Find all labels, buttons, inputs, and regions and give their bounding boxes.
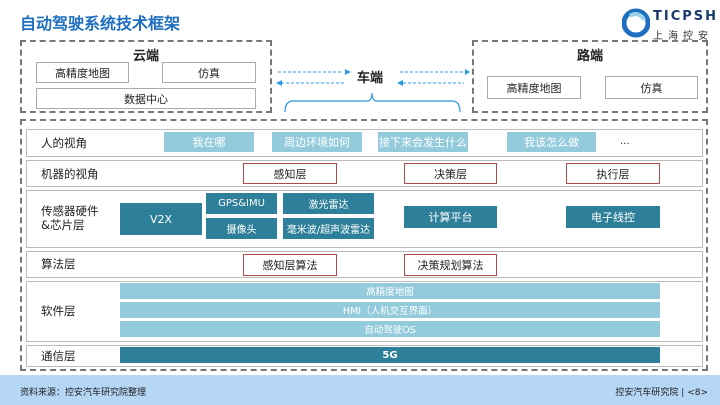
hw-compute: 计算平台 <box>404 206 497 228</box>
sw-item: 高精度地图 <box>120 283 660 299</box>
layer-label: 传感器硬件&芯片层 <box>41 204 99 232</box>
sw-item: 自动驾驶OS <box>120 321 660 337</box>
road-hd-map: 高精度地图 <box>487 76 581 99</box>
logo-cn: 上海控安 <box>653 31 713 42</box>
footer-org: 控安汽车研究院 <box>615 388 679 398</box>
hw-drive-by-wire: 电子线控 <box>566 206 660 228</box>
page-number: <8> <box>687 388 708 398</box>
road-title: 路端 <box>576 49 603 64</box>
machine-item: 感知层 <box>243 163 337 184</box>
logo-en: TICPSH <box>653 9 719 24</box>
layer-label: 人的视角 <box>41 136 87 150</box>
hw-v2x: V2X <box>120 203 202 235</box>
comm-5g: 5G <box>120 347 660 363</box>
vehicle-title: 车端 <box>356 71 383 86</box>
layer-label: 机器的视角 <box>41 167 99 181</box>
human-item: 接下来会发生什么 <box>378 132 468 152</box>
layer-software: 软件层 <box>26 281 703 342</box>
layer-hardware: 传感器硬件&芯片层 <box>26 190 703 248</box>
hw-lidar: 激光雷达 <box>283 193 374 214</box>
page-title: 自动驾驶系统技术框架 <box>20 14 181 33</box>
sync-arrows <box>276 69 470 113</box>
human-more: ... <box>620 136 630 147</box>
layer-label: 软件层 <box>41 304 76 318</box>
cloud-title: 云端 <box>132 49 159 64</box>
machine-item: 决策层 <box>404 163 497 184</box>
human-item: 周边环境如何 <box>272 132 362 152</box>
layer-label: 通信层 <box>41 349 76 363</box>
footer-right: 控安汽车研究院 | <8> <box>615 388 708 398</box>
cloud-data-center: 数据中心 <box>36 88 256 109</box>
layer-algorithm: 算法层 <box>26 251 703 278</box>
machine-item: 执行层 <box>566 163 660 184</box>
cloud-simulation: 仿真 <box>162 62 256 83</box>
sw-item: HMI（人机交互界面） <box>120 302 660 318</box>
footer: 资料来源：控安汽车研究院整理 控安汽车研究院 | <8> <box>0 375 720 405</box>
layer-comm: 通信层 <box>26 345 703 367</box>
hw-camera: 摄像头 <box>206 218 277 239</box>
vehicle-panel <box>20 119 708 371</box>
road-panel: 路端 <box>472 40 708 113</box>
layer-machine: 机器的视角 <box>26 160 703 187</box>
logo-swirl-icon <box>622 8 650 38</box>
hw-radar: 毫米波/超声波雷达 <box>283 218 374 239</box>
source-note: 资料来源：控安汽车研究院整理 <box>20 388 147 398</box>
human-item: 我该怎么做 <box>507 132 596 152</box>
algo-item: 感知层算法 <box>243 254 337 276</box>
algo-item: 决策规划算法 <box>404 254 497 276</box>
human-item: 我在哪 <box>164 132 254 152</box>
cloud-hd-map: 高精度地图 <box>36 62 129 83</box>
road-simulation: 仿真 <box>605 76 698 99</box>
layer-label: 算法层 <box>41 257 76 271</box>
layer-human: 人的视角 <box>26 129 703 157</box>
cloud-panel: 云端 <box>20 40 272 113</box>
logo: TICPSH 上海控安 <box>620 5 719 45</box>
brace-icon <box>284 92 461 113</box>
hw-gps-imu: GPS&IMU <box>206 193 277 214</box>
